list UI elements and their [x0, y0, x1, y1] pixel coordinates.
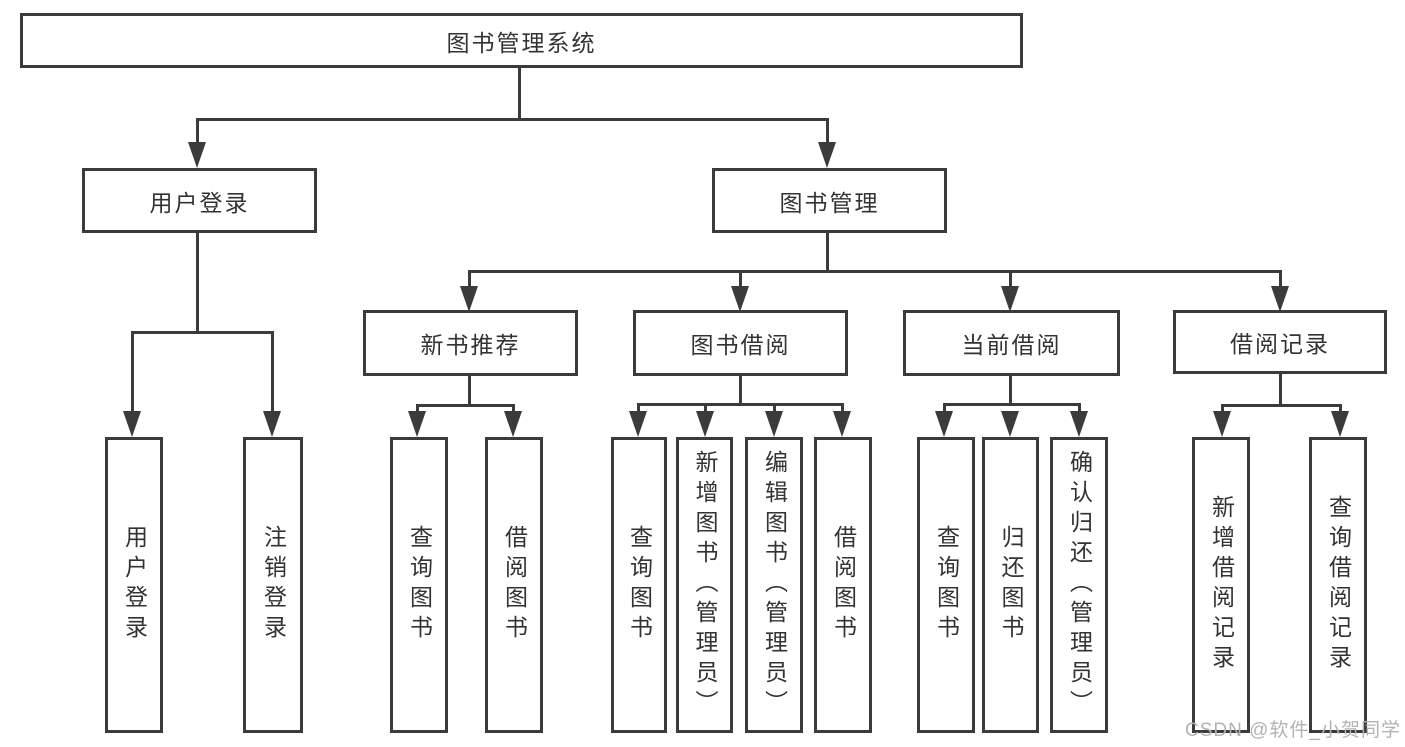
- connector-line: [131, 331, 134, 417]
- leaf-edit-book-admin-label: 编辑图书（管理员）: [761, 450, 788, 720]
- leaf-add-borrow-record: 新增借阅记录: [1192, 437, 1250, 733]
- leaf-query-borrow-record-label: 查询借阅记录: [1325, 495, 1352, 675]
- arrowhead: [1001, 286, 1019, 312]
- arrowhead: [1271, 286, 1289, 312]
- arrowhead: [1001, 411, 1019, 437]
- arrowhead: [833, 411, 851, 437]
- arrowhead: [818, 142, 836, 168]
- leaf-query-books-current-label: 查询图书: [933, 525, 960, 645]
- arrowhead: [1213, 411, 1231, 437]
- arrowhead: [408, 411, 426, 437]
- arrowhead: [731, 286, 749, 312]
- leaf-borrow-books: 借阅图书: [814, 437, 872, 733]
- connector-line: [1279, 270, 1282, 292]
- arrowhead: [1070, 411, 1088, 437]
- connector-line: [739, 376, 742, 406]
- leaf-query-books-borrow: 查询图书: [611, 437, 667, 733]
- leaf-borrow-books-label: 借阅图书: [830, 525, 857, 645]
- arrowhead: [1331, 411, 1349, 437]
- connector-line: [1009, 270, 1012, 292]
- leaf-logout: 注销登录: [243, 437, 303, 733]
- node-user-login-label: 用户登录: [149, 189, 250, 216]
- leaf-return-books-label: 归还图书: [998, 525, 1024, 645]
- arrowhead: [263, 411, 281, 437]
- connector-line: [637, 403, 844, 406]
- leaf-query-borrow-record: 查询借阅记录: [1309, 437, 1367, 733]
- leaf-user-login-label: 用户登录: [121, 525, 148, 645]
- connector-line: [196, 118, 199, 152]
- connector-line: [468, 270, 1282, 273]
- node-root: 图书管理系统: [20, 13, 1023, 68]
- arrowhead: [123, 411, 141, 437]
- leaf-confirm-return-admin-label: 确认归还（管理员）: [1066, 450, 1093, 720]
- leaf-add-book-admin-label: 新增图书（管理员）: [692, 450, 718, 720]
- leaf-borrow-books-recommend: 借阅图书: [485, 437, 543, 733]
- arrowhead: [188, 142, 206, 168]
- leaf-query-books-current: 查询图书: [917, 437, 975, 733]
- connector-line: [131, 331, 274, 334]
- leaf-user-login: 用户登录: [105, 437, 163, 733]
- arrowhead: [696, 411, 714, 437]
- connector-line: [826, 233, 829, 273]
- node-new-book-recommend: 新书推荐: [363, 310, 578, 376]
- csdn-watermark: CSDN @软件_小贺同学: [1185, 720, 1401, 741]
- connector-line: [271, 331, 274, 417]
- arrowhead: [460, 286, 478, 312]
- arrowhead: [935, 411, 953, 437]
- leaf-add-book-admin: 新增图书（管理员）: [676, 437, 733, 733]
- connector-line: [943, 403, 1081, 406]
- connector-line: [1221, 404, 1342, 407]
- connector-line: [468, 376, 471, 407]
- connector-line: [416, 404, 515, 407]
- node-new-book-recommend-label: 新书推荐: [420, 332, 521, 358]
- arrowhead: [765, 411, 783, 437]
- node-user-login: 用户登录: [82, 168, 317, 233]
- arrowhead: [629, 411, 647, 437]
- node-book-management: 图书管理: [712, 168, 947, 233]
- leaf-query-books-borrow-label: 查询图书: [626, 525, 653, 645]
- node-book-borrow-label: 图书借阅: [690, 332, 791, 358]
- connector-line: [739, 270, 742, 292]
- leaf-query-books-recommend: 查询图书: [390, 437, 448, 733]
- leaf-return-books: 归还图书: [982, 437, 1039, 733]
- connector-line: [826, 118, 829, 152]
- connector-line: [196, 233, 199, 334]
- connector-line: [1279, 374, 1282, 407]
- connector-line: [468, 270, 471, 292]
- leaf-confirm-return-admin: 确认归还（管理员）: [1050, 437, 1108, 733]
- leaf-edit-book-admin: 编辑图书（管理员）: [745, 437, 803, 733]
- connector-line: [1009, 376, 1012, 406]
- node-book-management-label: 图书管理: [779, 189, 880, 216]
- node-current-borrow: 当前借阅: [903, 310, 1120, 376]
- node-borrow-records: 借阅记录: [1173, 310, 1387, 374]
- connector-line: [196, 118, 829, 121]
- connector-line: [518, 68, 521, 120]
- node-book-borrow: 图书借阅: [633, 310, 848, 376]
- node-current-borrow-label: 当前借阅: [961, 332, 1062, 358]
- leaf-query-books-recommend-label: 查询图书: [406, 525, 433, 645]
- arrowhead: [504, 411, 522, 437]
- node-root-label: 图书管理系统: [446, 29, 597, 56]
- node-borrow-records-label: 借阅记录: [1230, 331, 1330, 357]
- leaf-logout-label: 注销登录: [260, 525, 287, 645]
- leaf-borrow-books-recommend-label: 借阅图书: [501, 525, 528, 645]
- leaf-add-borrow-record-label: 新增借阅记录: [1208, 495, 1235, 675]
